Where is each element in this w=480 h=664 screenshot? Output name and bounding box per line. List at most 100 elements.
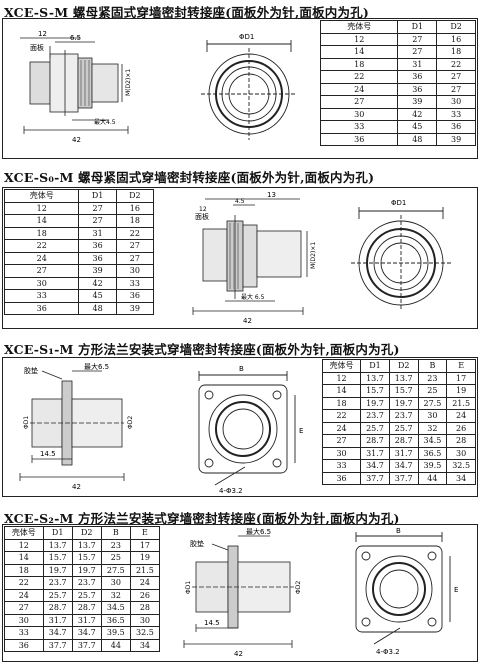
table-cell: 34.7 [388, 459, 419, 473]
table-cell: 25.7 [360, 421, 390, 435]
col-header: E [129, 526, 161, 540]
col-header: 壳体号 [3, 189, 80, 203]
table-cell: 33 [3, 289, 80, 303]
table-cell: 14 [321, 384, 362, 398]
holes-label: 4-Φ3.2 [376, 648, 400, 656]
table-cell: 26 [129, 588, 161, 602]
table-cell: 34 [129, 638, 161, 652]
table-cell: 17 [129, 538, 161, 552]
table-cell: 28.7 [71, 601, 102, 615]
table-cell: 28.7 [388, 434, 419, 448]
table-cell: 31.7 [42, 613, 73, 627]
table-cell: 30 [115, 264, 155, 278]
table-cell: 19.7 [42, 563, 73, 577]
table-cell: 30 [436, 95, 476, 109]
front-view-drawing: B E 4-Φ3.2 [198, 365, 303, 495]
table-cell: 27 [4, 601, 44, 615]
table-cell: 36 [319, 132, 399, 146]
thread-label: M(D2)×1 [125, 69, 132, 96]
length-label: 42 [72, 483, 81, 491]
panel-label: 面板 [30, 43, 44, 52]
table-cell: 34 [446, 471, 476, 485]
table-cell: 33 [4, 626, 44, 640]
table-cell: 22 [3, 239, 80, 253]
col-header: 壳体号 [319, 20, 399, 34]
table-header-row: 壳体号 D1 D2 B E [321, 359, 476, 373]
table-cell: 33 [436, 107, 476, 121]
table-cell: 24 [4, 588, 44, 602]
table-cell: 34.7 [360, 459, 390, 473]
length-label: 42 [234, 650, 243, 658]
col-header: B [100, 526, 131, 540]
col-header: 壳体号 [4, 526, 44, 540]
table-cell: 18 [115, 214, 155, 228]
table-cell: 28.7 [360, 434, 390, 448]
b-label: B [396, 527, 401, 535]
table-cell: 36 [115, 289, 155, 303]
table-cell: 13.7 [388, 371, 419, 385]
table-cell: 12 [3, 201, 80, 215]
table-header-row: 壳体号 D1 D2 [3, 189, 155, 203]
table-cell: 31.7 [388, 446, 419, 460]
side-view-drawing: 胶垫 最大6.5 ΦD1 ΦD2 14.5 42 [19, 362, 134, 491]
table-cell: 30 [3, 276, 80, 290]
table-cell: 22 [436, 57, 476, 71]
table-cell: 18 [436, 45, 476, 59]
table-header-row: 壳体号 D1 D2 B E [4, 526, 161, 540]
dim-label: 14.5 [40, 450, 56, 458]
table-cell: 34.5 [100, 601, 131, 615]
table-cell: 27 [321, 434, 362, 448]
table-cell: 18 [3, 226, 80, 240]
table-cell: 17 [446, 371, 476, 385]
table-cell: 23 [100, 538, 131, 552]
col-header: 壳体号 [321, 359, 362, 373]
table-cell: 22 [115, 226, 155, 240]
e-label: E [299, 427, 303, 435]
table-cell: 23 [417, 371, 448, 385]
table-cell: 34.5 [417, 434, 448, 448]
table-cell: 22 [321, 409, 362, 423]
table-cell: 34.7 [42, 626, 73, 640]
table-cell: 18 [319, 57, 399, 71]
section-title: XCE-S₁-M 方形法兰安装式穿墙密封转接座(面板外为针,面板内为孔) [4, 342, 400, 357]
col-header: D1 [42, 526, 73, 540]
table-cell: 25 [417, 384, 448, 398]
dim-label: 12 [199, 206, 207, 213]
table-cell: 31.7 [360, 446, 390, 460]
table-cell: 37.7 [71, 638, 102, 652]
table-cell: 19.7 [388, 396, 419, 410]
table-cell: 23.7 [388, 409, 419, 423]
d2-label: ΦD2 [127, 416, 134, 429]
table-cell: 36 [78, 239, 117, 253]
table-cell: 15.7 [388, 384, 419, 398]
max-label: 最大4.5 [94, 118, 116, 126]
e-label: E [454, 586, 458, 594]
table-cell: 32 [100, 588, 131, 602]
table-cell: 36 [321, 471, 362, 485]
length-label: 42 [243, 317, 252, 325]
max-label: 最大6.5 [84, 362, 109, 371]
holes-label: 4-Φ3.2 [219, 487, 243, 495]
dim-label: 4.5 [235, 198, 245, 205]
table-cell: 19 [446, 384, 476, 398]
table-cell: 37.7 [388, 471, 419, 485]
max-label: 最大 6.5 [241, 293, 265, 301]
table-cell: 28 [446, 434, 476, 448]
